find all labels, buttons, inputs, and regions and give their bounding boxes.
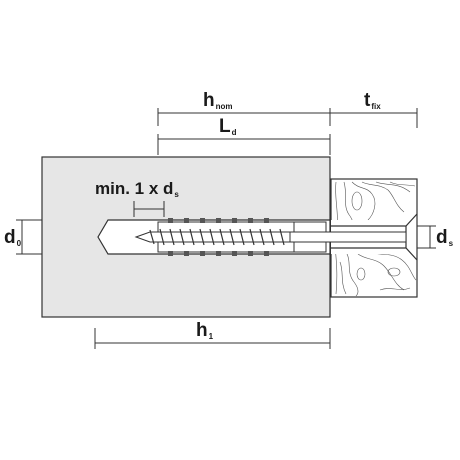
dimension-lines [16,108,436,349]
l-d-label: Ld [219,116,237,137]
t-fix-label: tfix [364,90,381,111]
h-nom-label: hnom [203,90,233,111]
h1-label: h1 [196,320,214,341]
min-spacing-label: min. 1 x ds [95,179,179,199]
d0-label: d0 [4,227,22,248]
ds-label: ds [436,227,454,248]
screw [134,228,407,246]
